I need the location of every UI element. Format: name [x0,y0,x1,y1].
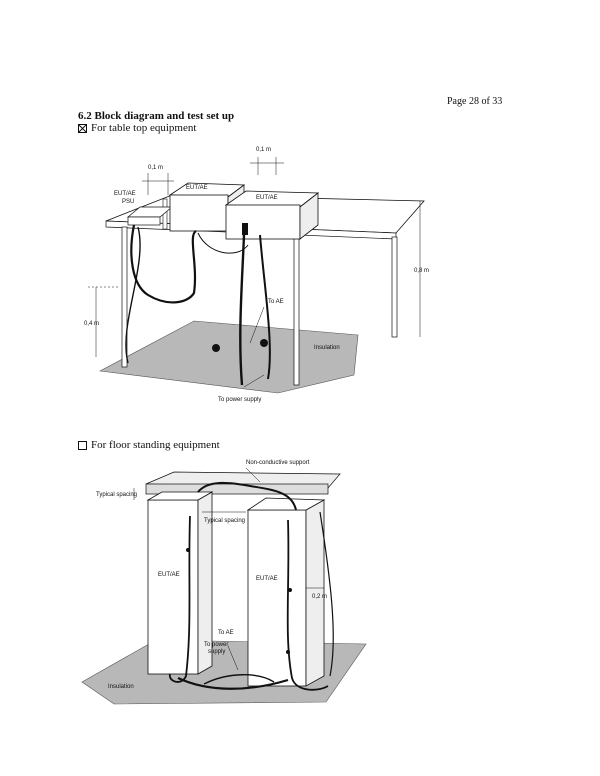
label-psu: EUT/AE [114,191,136,197]
label-psu-line1: EUT/AE [114,191,136,197]
label-typical-spacing-left: Typical spacing [96,492,137,498]
label-spacing-left: 0,1 m [148,165,163,171]
label-power-supply: To power supply [218,397,261,403]
floor-setup-diagram: Non-conductive support Typical spacing T… [81,460,367,705]
label-eut2: EUT/AE [256,195,278,201]
section-heading: 6.2 Block diagram and test set up [78,110,235,122]
label-support: Non-conductive support [246,460,310,466]
label-height-left: 0,4 m [84,321,99,327]
option-tabletop-label: For table top equipment [91,122,197,134]
option-floor: For floor standing equipment [78,439,220,451]
label-spacing-right: 0,2 m [312,594,327,600]
option-tabletop: For table top equipment [78,122,196,134]
label-eut1: EUT/AE [186,185,208,191]
label-insulation: Insulation [314,345,340,351]
label-typical-spacing-mid: Typical spacing [204,518,245,524]
label-power-supply-line2: supply [208,649,225,655]
label-power-supply-line1: To power [204,642,228,648]
checkbox-unchecked-icon [78,440,87,450]
page-number: Page 28 of 33 [447,96,503,107]
label-spacing-top: 0,1 m [256,147,271,153]
label-height-right: 0,8 m [414,268,429,274]
label-eut2: EUT/AE [256,576,278,582]
checkbox-checked-icon [78,123,87,133]
label-insulation: Insulation [108,684,134,690]
label-psu-line2: PSU [122,199,134,205]
option-floor-label: For floor standing equipment [91,439,220,451]
label-to-ae: To AE [218,630,234,636]
tabletop-setup-diagram: 0,1 m 0,1 m EUT/AE EUT/AE EUT/AE PSU 0,8… [84,147,429,403]
label-to-ae: To AE [268,299,284,305]
floor-insulation-plane [99,320,359,394]
label-eut1: EUT/AE [158,572,180,578]
